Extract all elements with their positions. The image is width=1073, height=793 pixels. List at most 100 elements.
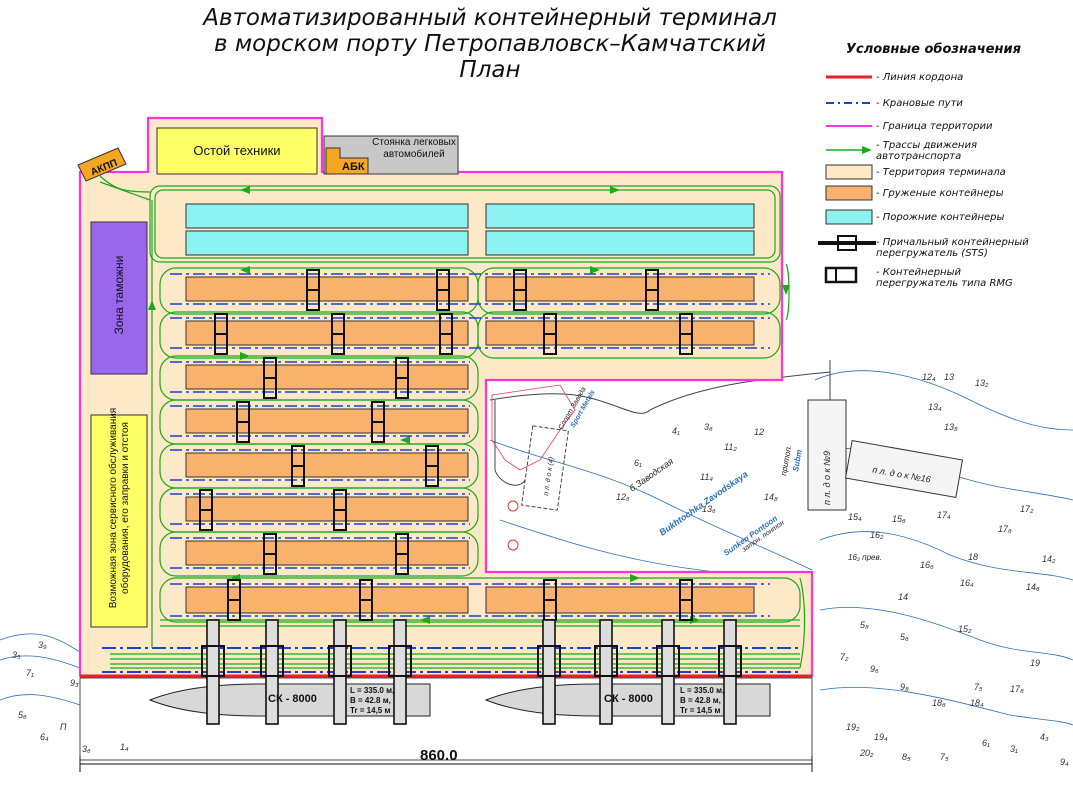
traffic-arrows	[148, 186, 790, 624]
ship-2-name: СК - 8000	[604, 693, 653, 705]
depth-sounding: 6₄	[40, 732, 49, 742]
depth-sounding: 3₅	[12, 650, 21, 660]
abk-label: АБК	[342, 161, 365, 173]
depth-sounding: 15₆	[892, 514, 906, 524]
depth-sounding: 6₁	[982, 738, 990, 748]
depth-sounding: 5₈	[860, 620, 869, 630]
legend-cordon: - Линия кордона	[876, 72, 964, 83]
equipment-parking-label: Остой техники	[193, 143, 281, 158]
depth-sounding: 3₆	[704, 422, 713, 432]
depth-sounding: 5₆	[18, 710, 27, 720]
depth-sounding: 4₃	[1040, 732, 1049, 742]
ship-1-beam: B = 42.8 м,	[350, 696, 391, 705]
depth-sounding: 13₄	[928, 402, 942, 412]
ship-1-length: L = 335.0 м,	[350, 686, 394, 695]
ship-2-beam: B = 42.8 м,	[680, 696, 721, 705]
depth-sounding: 6₁	[634, 458, 642, 468]
depth-sounding: 5₆	[900, 632, 909, 642]
p16-label: 16₂ прев.	[848, 553, 882, 562]
depth-sounding: 20₂	[859, 748, 874, 758]
legend-title: Условные обозначения	[846, 42, 1021, 57]
depth-sounding: 7₁	[26, 668, 34, 678]
sts-crane-portal	[656, 645, 680, 677]
depth-sounding: 7₂	[840, 652, 849, 662]
dock-16	[844, 439, 964, 499]
depth-sounding: 11₂	[724, 442, 737, 452]
depth-sounding: 4₁	[672, 426, 680, 436]
dock9-label: п л. д о к №9	[822, 451, 832, 505]
depth-sounding: 18₆	[932, 698, 946, 708]
legend-rmg: - Контейнерный перегружатель типа RMG	[876, 267, 1013, 289]
ship-1-name: СК - 8000	[268, 693, 317, 705]
traffic-routes	[99, 175, 806, 669]
ship-2-length: L = 335.0 м,	[680, 686, 724, 695]
sts-crane	[723, 619, 737, 725]
empty-container-block-3	[485, 203, 755, 229]
depth-sounding: 12	[754, 427, 764, 437]
ship-1-draft: Tr = 14,5 м	[350, 706, 390, 715]
buoy-2	[507, 539, 519, 551]
plan-title-line-2: в морском порту Петропавловск–Камчатский	[213, 31, 767, 57]
depth-sounding: 14	[898, 592, 908, 602]
plan-title-line-1: Автоматизированный контейнерный терминал	[203, 5, 777, 31]
customs-zone-label: Зона таможни	[112, 255, 126, 335]
depth-sounding: 7₅	[940, 752, 949, 762]
sts-crane-portal	[537, 645, 561, 677]
sts-crane	[265, 619, 279, 725]
legend-traffic: - Трассы движения автотранспорта	[876, 140, 977, 162]
akpp-gate	[77, 147, 127, 182]
sts-crane-portal	[201, 645, 225, 677]
legend-loaded: - Груженые контейнеры	[876, 188, 1004, 199]
equipment-parking	[156, 127, 318, 175]
legend-empty: - Порожние контейнеры	[876, 212, 1005, 223]
customs-zone	[90, 221, 148, 375]
depth-sounding: 9₄	[1060, 757, 1069, 767]
depth-sounding: 9₃	[70, 678, 79, 688]
depth-sounding: 18₄	[970, 698, 984, 708]
sub-label: Subm	[791, 449, 804, 472]
depth-sounding: 12₆	[616, 492, 630, 502]
depth-sounding: 15₄	[848, 512, 862, 522]
depth-sounding: 3₁	[1010, 744, 1018, 754]
depth-sounding: 17₂	[1020, 504, 1034, 514]
depth-sounding: 3₉	[38, 640, 47, 650]
sts-crane-portal	[594, 645, 618, 677]
buoy-1	[507, 500, 519, 512]
depth-sounding: 13₈	[944, 422, 958, 432]
plan-title-line-3: План	[459, 57, 521, 83]
depth-sounding: 18	[968, 552, 978, 562]
rmg-crane-tracks	[170, 273, 770, 617]
depth-sounding: 8₅	[902, 752, 911, 762]
depth-sounding: 13₆	[702, 504, 716, 514]
sts-crane	[599, 619, 613, 725]
depth-sounding: 13	[944, 372, 954, 382]
sts-crane	[661, 619, 675, 725]
dock-9	[807, 399, 847, 511]
legend-symbols	[818, 75, 876, 284]
ship-2-draft: Tr = 14,5 м	[680, 706, 720, 715]
legend-boundary: - Граница территории	[876, 121, 993, 132]
sts-crane-portal	[388, 645, 412, 677]
depth-sounding: 17₆	[998, 524, 1012, 534]
dock4-label: п л. д о к (4)	[542, 456, 555, 496]
depth-sounding: 14₆	[1026, 582, 1040, 592]
depth-sounding: 9₈	[900, 682, 909, 692]
depth-sounding: 14₈	[764, 492, 778, 502]
depth-sounding: 13₂	[975, 378, 989, 388]
depth-sounding: 11₄	[700, 472, 713, 482]
depth-sounding: 19	[1030, 658, 1040, 668]
service-zone	[90, 414, 148, 628]
depth-sounding: 1₄	[120, 742, 129, 752]
car-parking-label: Стоянка легковых автомобилей	[372, 137, 456, 160]
depth-sounding: 12₄	[922, 372, 936, 382]
depth-sounding: 17₄	[937, 510, 951, 520]
sts-crane	[542, 619, 556, 725]
sts-crane	[333, 619, 347, 725]
sts-crane-portal	[328, 645, 352, 677]
empty-container-block-4	[485, 230, 755, 256]
sts-crane-portal	[260, 645, 284, 677]
depth-sounding: 7₅	[974, 682, 983, 692]
sts-crane-portal	[718, 645, 742, 677]
depth-sounding: 19₄	[874, 732, 888, 742]
